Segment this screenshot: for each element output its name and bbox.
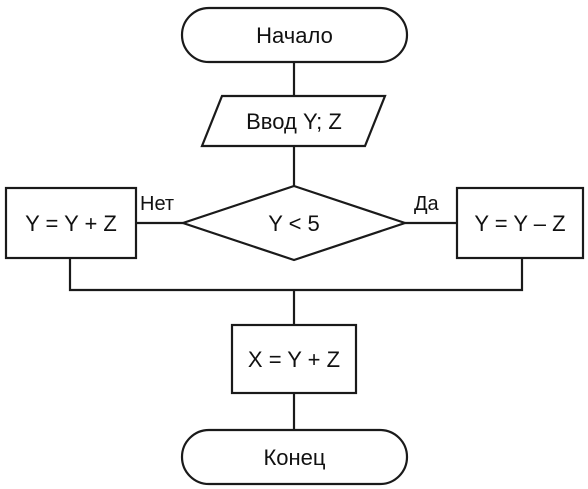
yes-branch-process: Y = Y – Z <box>455 186 585 260</box>
main-process-label: X = Y + Z <box>248 347 340 372</box>
no-branch-process-label: Y = Y + Z <box>25 211 117 236</box>
start-label: Начало <box>256 23 333 48</box>
no-branch-label: Нет <box>140 193 174 215</box>
connector-no-branch-down <box>68 258 294 292</box>
yes-branch-process-label: Y = Y – Z <box>474 211 565 236</box>
input-label: Ввод Y; Z <box>246 109 342 134</box>
connectors <box>68 62 524 430</box>
connector-yes-branch-down <box>294 258 524 292</box>
end-terminator: Конец <box>180 428 409 486</box>
input-parallelogram: Ввод Y; Z <box>200 94 387 148</box>
condition-diamond: Y < 5 <box>179 184 409 262</box>
condition-label: Y < 5 <box>268 211 320 236</box>
start-terminator: Начало <box>180 6 409 64</box>
main-process: X = Y + Z <box>230 323 358 395</box>
no-branch-process: Y = Y + Z <box>4 186 138 260</box>
yes-branch-label: Да <box>414 193 440 215</box>
end-label: Конец <box>263 445 325 470</box>
